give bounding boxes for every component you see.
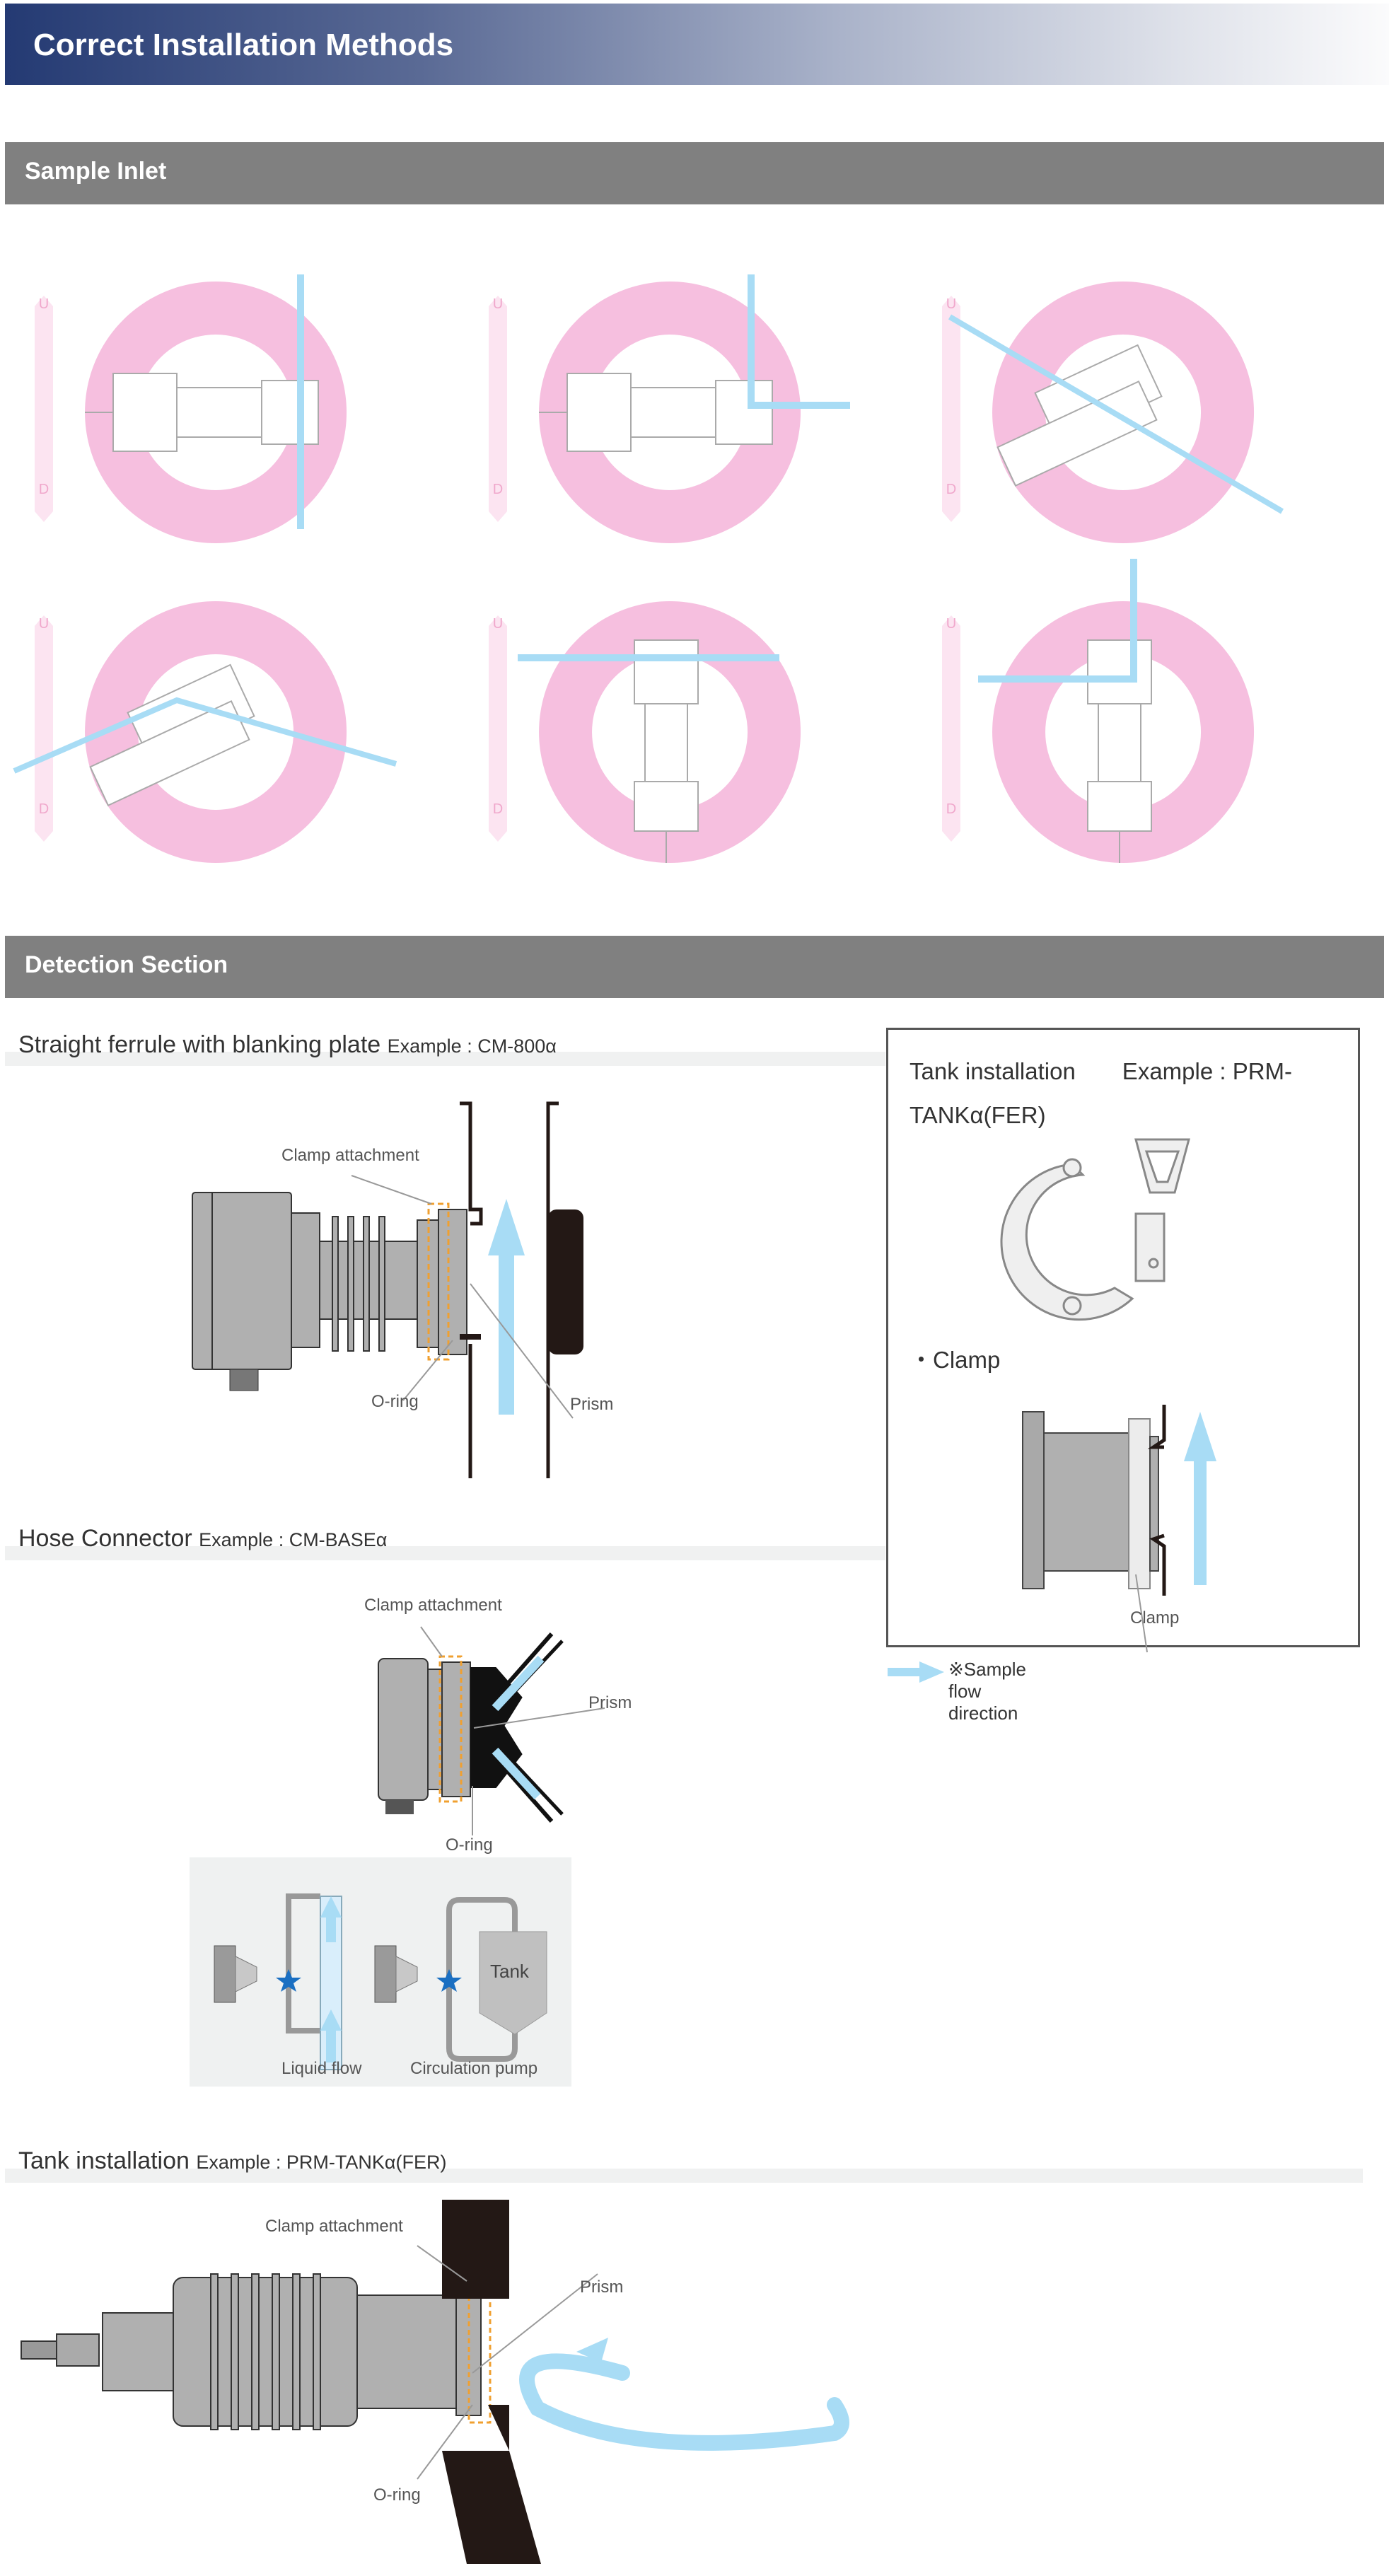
section-header-sample-inlet: Sample Inlet	[5, 142, 1384, 204]
page-title: Correct Installation Methods	[33, 28, 454, 62]
down-marker: D	[946, 482, 956, 497]
section-title: Detection Section	[25, 951, 228, 978]
tank-label: Tank	[490, 1961, 529, 1982]
label-clamp-attachment: Clamp attachment	[281, 1146, 419, 1165]
page-title-bar: Correct Installation Methods	[5, 4, 1389, 85]
subhead-bg	[5, 2169, 1363, 2183]
label-clamp: Clamp	[1130, 1608, 1180, 1628]
inlet-diagram-1: UD	[35, 274, 347, 543]
label-o-ring: O-ring	[371, 1392, 419, 1411]
label-prism: Prism	[580, 2278, 624, 2297]
hose-connector-heading: Hose Connector Example : CM-BASEα	[18, 1525, 387, 1553]
sample-flow-arrow	[948, 314, 1284, 514]
acceptable-zone-ring	[539, 601, 801, 863]
sample-flow-arrow	[748, 274, 850, 409]
up-marker: U	[946, 616, 956, 632]
tank-installation-box: Tank installation Example : PRM-TANKα(FE…	[886, 1028, 1360, 1653]
label-prism: Prism	[570, 1395, 614, 1414]
label-prism: Prism	[588, 1693, 632, 1712]
sensor-sketch	[1087, 639, 1152, 863]
section-title: Sample Inlet	[25, 158, 167, 185]
acceptable-zone-ring	[85, 601, 347, 863]
down-marker: D	[39, 482, 49, 497]
subhead-bg	[5, 1546, 885, 1560]
inlet-diagram-4: UD	[13, 601, 397, 863]
up-down-indicator	[35, 615, 53, 842]
legend-text: ※Sample flow direction	[948, 1659, 1026, 1724]
label-o-ring: O-ring	[446, 1835, 493, 1855]
clamp-illustration	[1000, 1138, 1190, 1321]
straight-ferrule-diagram	[192, 1101, 583, 1478]
sample-flow-arrow	[978, 559, 1137, 683]
subhead-bg	[5, 1052, 885, 1066]
up-marker: U	[39, 296, 49, 312]
sensor-sketch	[539, 373, 773, 452]
flow-arrow-icon	[888, 1661, 944, 1683]
hose-connector-diagram	[378, 1626, 605, 1835]
down-marker: D	[493, 482, 503, 497]
label-circulation-pump: Circulation pump	[410, 2059, 538, 2078]
sensor-sketch	[85, 373, 319, 452]
tank-installation-heading: Tank installation Example : PRM-TANKα(FE…	[18, 2147, 447, 2175]
up-down-indicator	[489, 615, 507, 842]
up-down-indicator	[942, 296, 960, 522]
acceptable-zone-ring	[992, 601, 1255, 863]
up-marker: U	[493, 616, 503, 632]
up-marker: U	[946, 296, 956, 312]
up-marker: U	[39, 616, 49, 632]
acceptable-zone-ring	[992, 282, 1255, 543]
tank-box-title: Tank installation Example : PRM-TANKα(FE…	[909, 1058, 1293, 1128]
heading-title: Tank installation	[18, 2147, 190, 2174]
inlet-diagram-5: UD	[489, 601, 801, 863]
tank-installation-diagram	[21, 2200, 849, 2564]
up-down-indicator	[489, 296, 507, 522]
sensor-sketch	[996, 344, 1163, 487]
acceptable-zone-ring	[85, 282, 347, 543]
inlet-diagram-6: UD	[942, 559, 1255, 863]
inlet-diagram-2: UD	[489, 274, 850, 543]
tank-clamp-diagram	[1022, 1405, 1216, 1653]
heading-example: Example : CM-800α	[387, 1035, 557, 1057]
up-down-indicator	[35, 296, 53, 522]
label-liquid-flow: Liquid flow	[281, 2059, 362, 2078]
down-marker: D	[493, 801, 503, 817]
sample-flow-arrow	[13, 697, 397, 774]
up-down-indicator	[942, 615, 960, 842]
heading-title: Straight ferrule with blanking plate	[18, 1031, 381, 1058]
heading-title: Hose Connector	[18, 1525, 192, 1552]
heading-example: Example : PRM-TANKα(FER)	[196, 2152, 447, 2173]
acceptable-zone-ring	[539, 282, 801, 543]
label-clamp-attachment: Clamp attachment	[265, 2217, 403, 2236]
hose-usage-illustration	[214, 1893, 547, 2070]
label-clamp-attachment: Clamp attachment	[364, 1596, 502, 1615]
section-header-detection: Detection Section	[5, 936, 1384, 998]
inlet-diagram-3: UD	[942, 282, 1284, 543]
down-marker: D	[39, 801, 49, 817]
tank-box-bullet-clamp: ・Clamp	[909, 1347, 1001, 1373]
hose-usage-inset: Tank Liquid flow Circulation pump	[190, 1857, 571, 2087]
straight-ferrule-heading: Straight ferrule with blanking plate Exa…	[18, 1031, 557, 1059]
label-o-ring: O-ring	[373, 2485, 421, 2505]
sensor-sketch	[634, 639, 699, 863]
down-marker: D	[946, 801, 956, 817]
up-marker: U	[493, 296, 503, 312]
heading-example: Example : CM-BASEα	[199, 1529, 388, 1550]
